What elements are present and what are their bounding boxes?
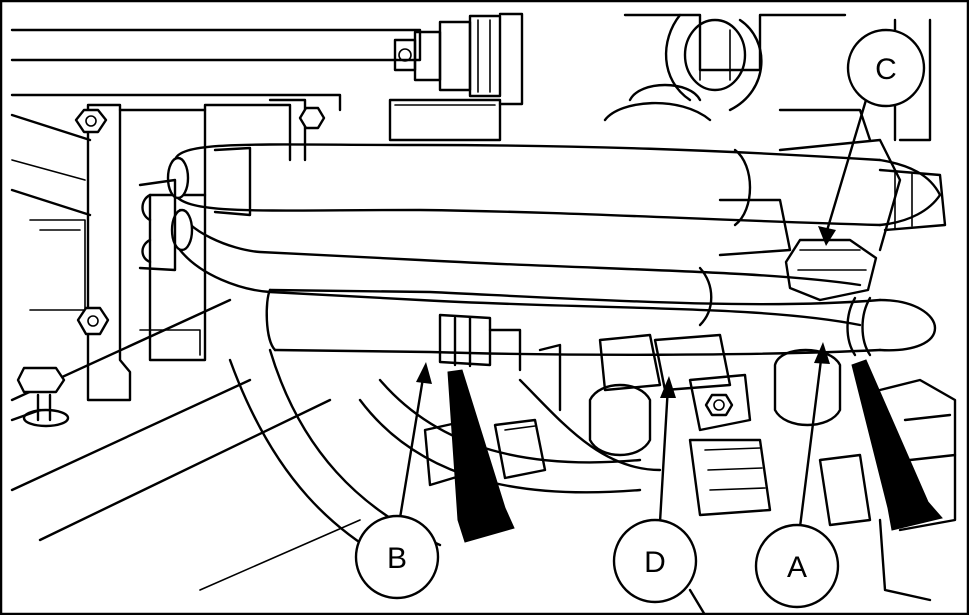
leader-arrowhead-d	[660, 376, 676, 398]
callout-b: B	[354, 362, 440, 600]
frame-rails	[10, 28, 422, 591]
leader-arrowhead-c	[818, 226, 836, 246]
hose-middle	[170, 208, 862, 327]
callout-a: A	[754, 342, 840, 609]
top-fitting	[388, 12, 524, 142]
callout-circle-c	[846, 28, 926, 108]
callout-circle-a	[754, 523, 840, 609]
flow-arrow-right	[851, 359, 943, 531]
bolt-heads	[16, 106, 326, 428]
callout-label-a: A	[787, 551, 807, 584]
leader-arrowhead-a	[814, 342, 830, 364]
hose-upper-loop	[166, 143, 942, 227]
callout-circle-d	[612, 518, 698, 604]
callout-label-d: D	[644, 546, 666, 579]
callout-d: D	[612, 376, 698, 604]
mounting-bracket	[29, 98, 307, 402]
callout-label-b: B	[387, 542, 407, 575]
callout-circle-b	[354, 514, 440, 600]
callout-label-c: C	[875, 53, 897, 86]
leader-arrowhead-b	[416, 362, 432, 384]
flow-arrow-left	[447, 369, 515, 543]
callout-c: C	[818, 28, 926, 246]
valve-block-upper	[603, 13, 932, 142]
hose-fittings	[138, 146, 522, 372]
